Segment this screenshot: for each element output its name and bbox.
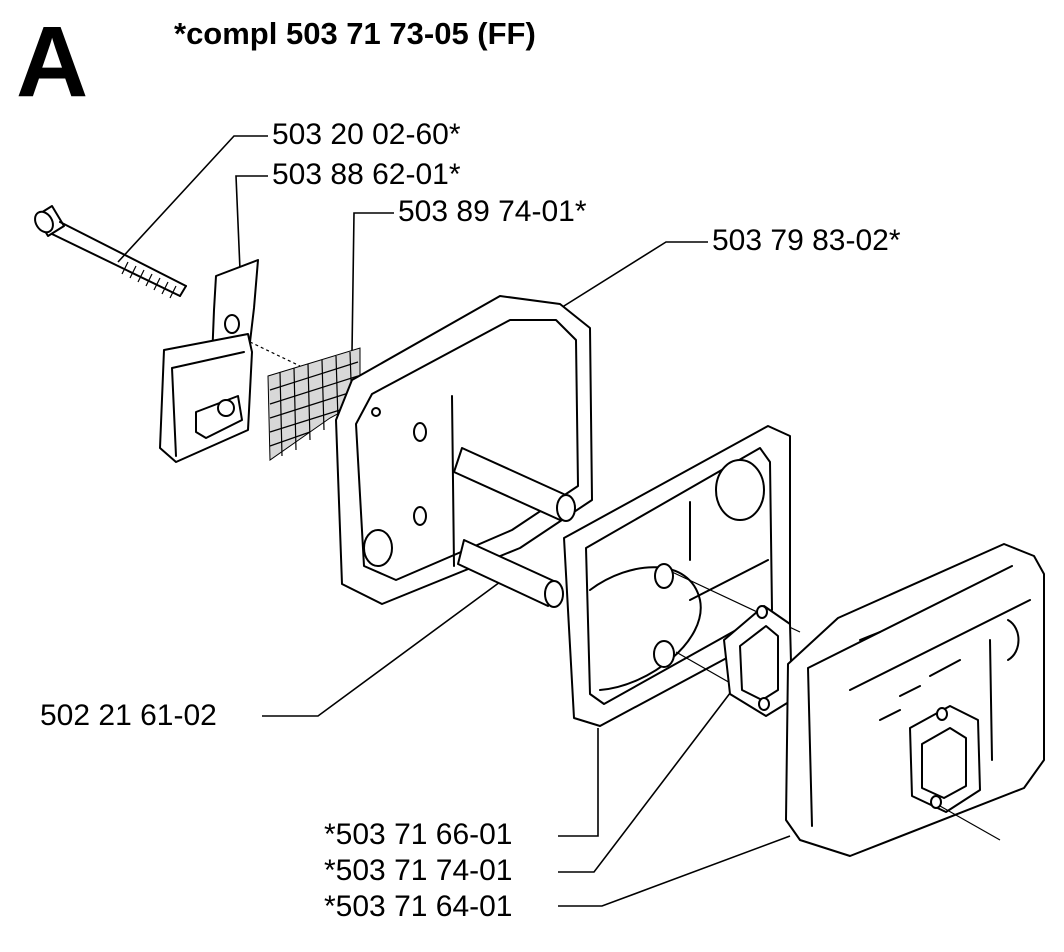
leader-plate: [558, 728, 599, 837]
part-label-spacer-tube: 502 21 61-02: [40, 699, 217, 732]
section-letter: A: [16, 6, 89, 118]
part-label-muffler-front: 503 79 83-02*: [712, 224, 901, 257]
leader-muffler-front: [547, 241, 708, 317]
leader-screw: [117, 135, 268, 263]
leader-muffler-rear: [558, 835, 791, 907]
leader-bracket: [235, 175, 268, 271]
part-label-gasket: *503 71 74-01: [324, 854, 513, 887]
part-label-bracket: 503 88 62-01*: [272, 158, 461, 191]
part-label-screw: 503 20 02-60*: [272, 118, 461, 151]
leader-gasket: [558, 679, 741, 873]
part-label-screen: 503 89 74-01*: [398, 195, 587, 228]
leader-screen: [351, 212, 394, 353]
leader-spacer-tube: [262, 581, 501, 717]
assembly-title: *compl 503 71 73-05 (FF): [174, 16, 536, 51]
screw-part: [34, 205, 187, 299]
screen-part: [249, 341, 361, 461]
spacer-tube-part: [453, 447, 576, 608]
muffler-rear-part: [785, 543, 1045, 857]
leader-lines: [117, 135, 791, 907]
bracket-part: [159, 259, 259, 463]
part-label-muffler-rear: *503 71 64-01: [324, 890, 513, 923]
part-label-plate: *503 71 66-01: [324, 818, 513, 851]
